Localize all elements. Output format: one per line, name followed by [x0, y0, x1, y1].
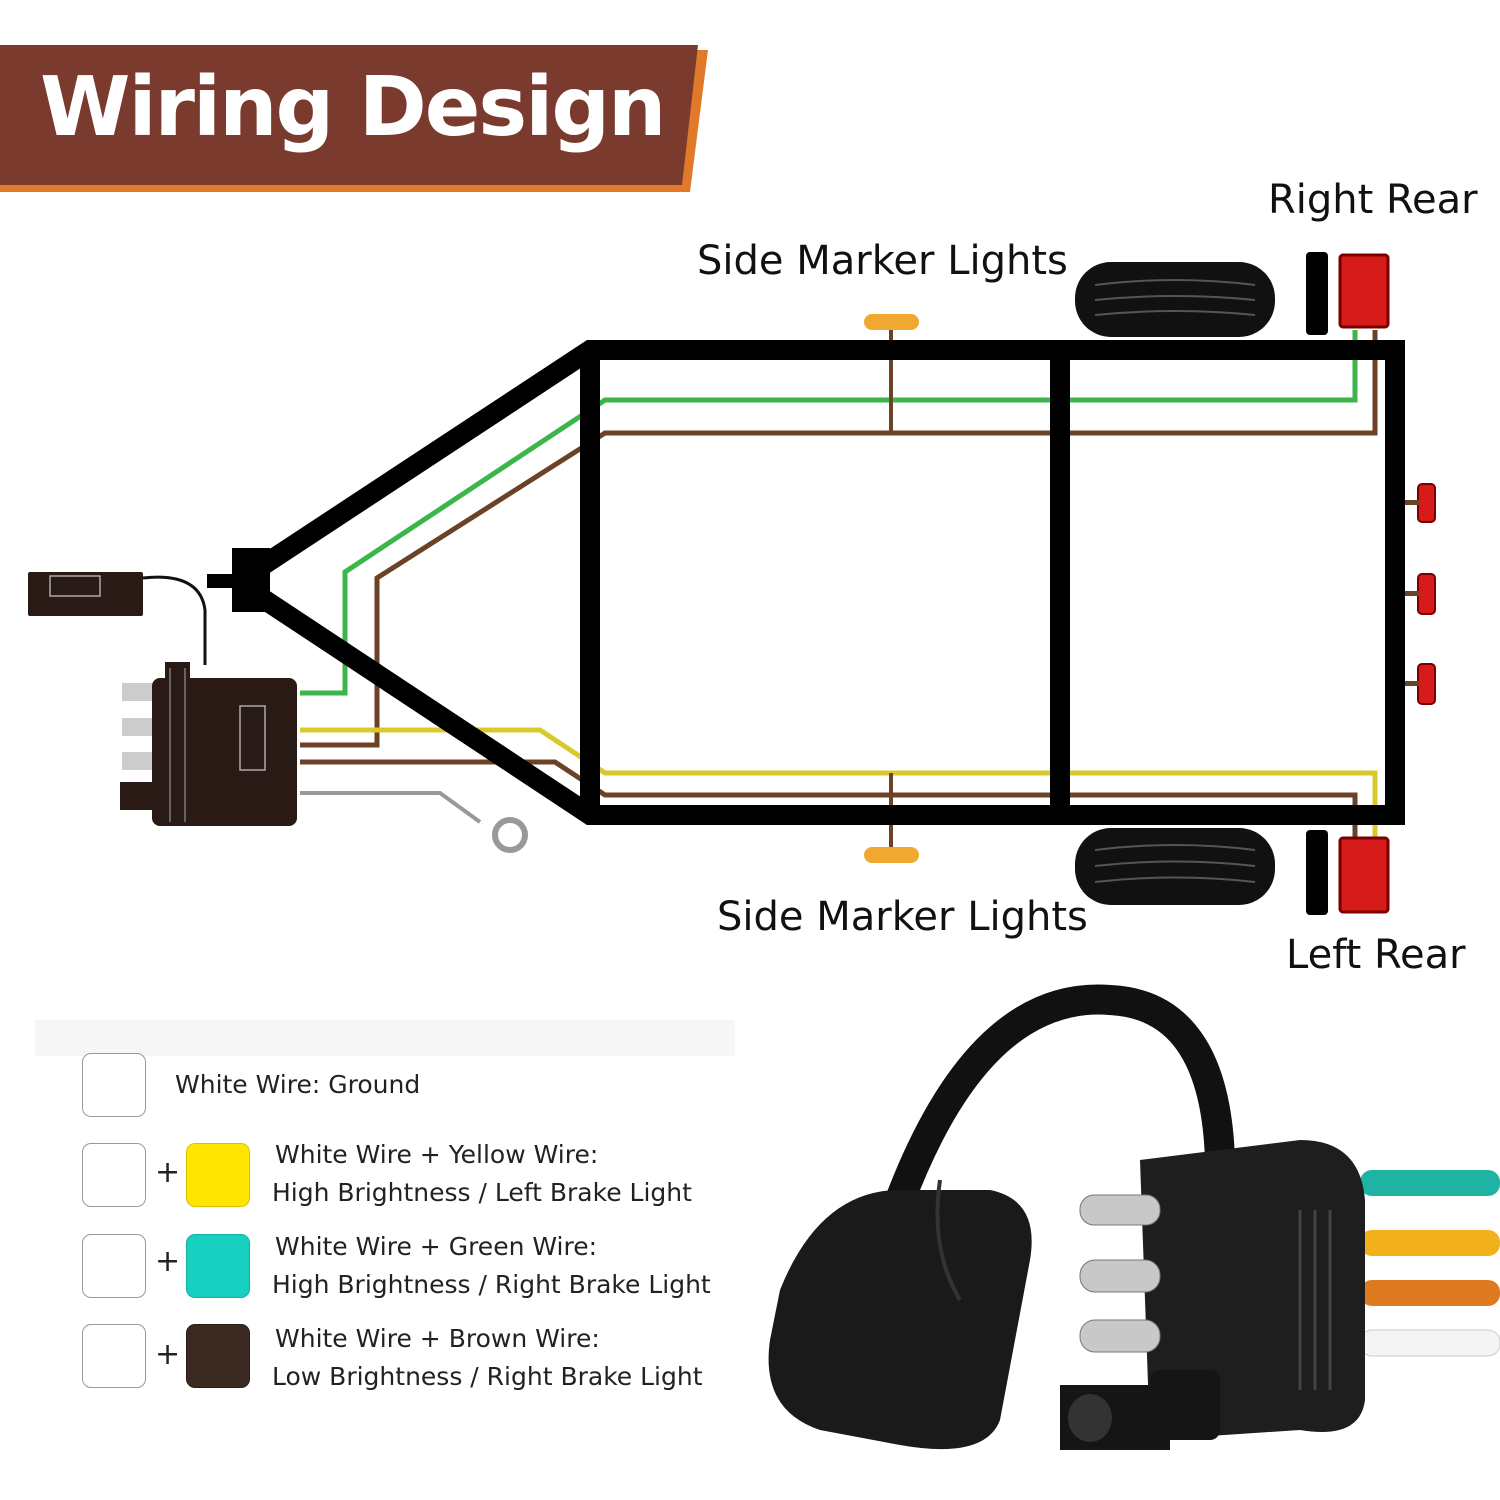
white-swatch [82, 1053, 146, 1117]
trailer-frame [256, 340, 1405, 825]
wire-legend: White Wire: Ground + White Wire + Yellow… [0, 1020, 740, 1420]
brown-wire-top [300, 330, 1378, 748]
side-marker-light-top [864, 314, 919, 330]
brown-swatch [186, 1324, 250, 1388]
connector-icon [28, 572, 297, 826]
legend-text: White Wire + Brown Wire: [275, 1324, 600, 1353]
tire-bottom [1075, 828, 1275, 905]
coupler [232, 548, 270, 612]
page-title: Wiring Design [40, 60, 666, 155]
plus-sign: + [155, 1155, 181, 1190]
title-banner [0, 45, 698, 185]
yellow-swatch [186, 1143, 250, 1207]
side-marker-light-bottom [864, 847, 919, 863]
white-swatch [82, 1143, 146, 1207]
legend-subtext: High Brightness / Left Brake Light [272, 1178, 692, 1207]
id-light-3 [1417, 663, 1436, 705]
legend-band [35, 1020, 735, 1056]
legend-text: White Wire + Yellow Wire: [275, 1140, 599, 1169]
white-swatch [82, 1324, 146, 1388]
hitch-bar [207, 574, 235, 588]
tire-top [1075, 262, 1275, 337]
left-rear-label: Left Rear [1286, 932, 1466, 978]
right-rear-light [1338, 253, 1390, 329]
rear-post-right [1306, 252, 1328, 335]
plus-sign: + [155, 1337, 181, 1372]
right-rear-label: Right Rear [1268, 177, 1478, 223]
left-rear-light [1338, 836, 1390, 914]
plus-sign: + [155, 1244, 181, 1279]
id-light-2 [1417, 573, 1436, 615]
connector-product-image [768, 984, 1500, 1450]
green-swatch [186, 1234, 250, 1298]
side-marker-lights-top-label: Side Marker Lights [697, 238, 1068, 284]
green-wire [300, 330, 1358, 696]
legend-text: White Wire: Ground [175, 1070, 421, 1099]
legend-subtext: High Brightness / Right Brake Light [272, 1270, 711, 1299]
legend-subtext: Low Brightness / Right Brake Light [272, 1362, 703, 1391]
white-swatch [82, 1234, 146, 1298]
legend-text: White Wire + Green Wire: [275, 1232, 598, 1261]
side-marker-lights-bottom-label: Side Marker Lights [717, 894, 1088, 940]
white-ground-wire [300, 791, 482, 824]
ground-ring-terminal [492, 817, 528, 853]
rear-post-left [1306, 830, 1328, 915]
id-light-1 [1417, 483, 1436, 523]
